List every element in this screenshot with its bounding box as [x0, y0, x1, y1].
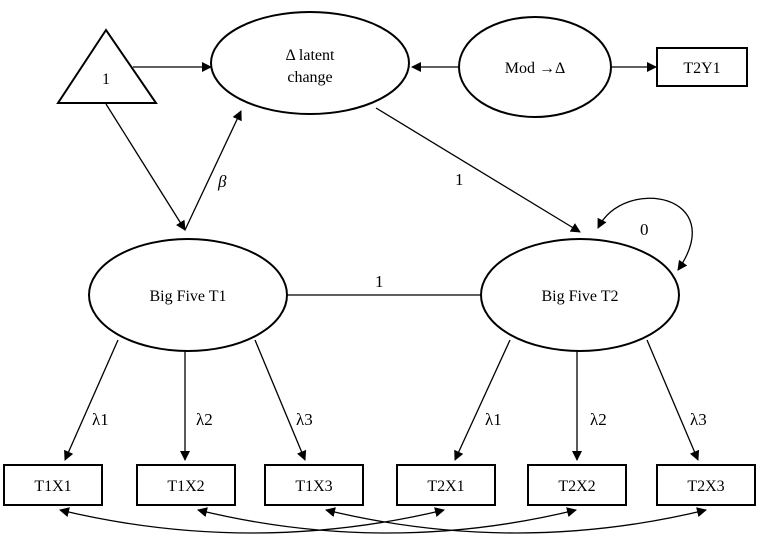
node-big-five-t1: Big Five T1 — [88, 238, 288, 352]
node-t2y1: T2Y1 — [656, 47, 748, 87]
node-t2x3: T2X3 — [656, 464, 756, 506]
edge-big-five-t2-to-t2x1 — [454, 339, 511, 461]
node-t2x1: T2X1 — [396, 464, 496, 506]
node-latent-change: Δ latent change — [210, 11, 410, 115]
node-big-five-t2-label: Big Five T2 — [541, 288, 618, 305]
label-t2-lambda3: λ3 — [690, 410, 707, 429]
node-constant-label: 1 — [102, 71, 110, 88]
covariance-t1x2-t2x2 — [197, 507, 577, 534]
label-t1-lambda1: λ1 — [92, 410, 109, 429]
node-latent-change-label-line2: change — [287, 69, 332, 86]
node-latent-change-label-line1: Δ latent — [286, 47, 336, 64]
label-change-to-t2: 1 — [455, 170, 464, 189]
edge-labels: β 1 1 0 λ1 λ2 λ3 λ1 λ2 λ3 — [92, 170, 707, 429]
edge-big-five-t1-to-t1x3 — [254, 339, 307, 461]
label-t2-lambda2: λ2 — [590, 410, 607, 429]
edge-big-five-t2-to-t2x3 — [646, 339, 700, 461]
edges — [59, 62, 707, 534]
covariance-t1x3-t2x3 — [325, 507, 707, 534]
node-mod: Mod →Δ — [458, 16, 612, 118]
node-t1x3: T1X3 — [264, 464, 364, 506]
node-t1x1-label: T1X1 — [34, 478, 71, 495]
edge-big-five-t1-to-latent-change — [184, 110, 242, 231]
node-t2x2-label: T2X2 — [558, 478, 595, 495]
node-big-five-t1-label: Big Five T1 — [149, 288, 226, 305]
node-t2x3-label: T2X3 — [687, 478, 724, 495]
label-t1-t2: 1 — [375, 272, 384, 291]
covariance-t1x1-t2x1 — [59, 507, 445, 534]
edge-constant-to-big-five-t1 — [105, 103, 186, 231]
label-t1-lambda3: λ3 — [296, 410, 313, 429]
label-t1-lambda2: λ2 — [196, 410, 213, 429]
node-t1x2-label: T1X2 — [167, 478, 204, 495]
label-self-loop: 0 — [640, 220, 649, 239]
node-t1x3-label: T1X3 — [295, 478, 332, 495]
node-big-five-t2: Big Five T2 — [480, 238, 680, 352]
node-t2x1-label: T2X1 — [427, 478, 464, 495]
node-t1x2: T1X2 — [136, 464, 236, 506]
node-t2x2: T2X2 — [527, 464, 627, 506]
edge-big-five-t1-to-t1x1 — [64, 339, 119, 461]
edge-big-five-t2-self-loop — [597, 197, 693, 271]
label-beta: β — [217, 172, 227, 191]
node-t2y1-label: T2Y1 — [683, 60, 720, 77]
node-constant: 1 — [56, 28, 158, 104]
edge-latent-change-to-big-five-t2 — [375, 107, 581, 233]
node-t1x1: T1X1 — [3, 464, 103, 506]
node-mod-label: Mod →Δ — [505, 60, 566, 77]
label-t2-lambda1: λ1 — [485, 410, 502, 429]
